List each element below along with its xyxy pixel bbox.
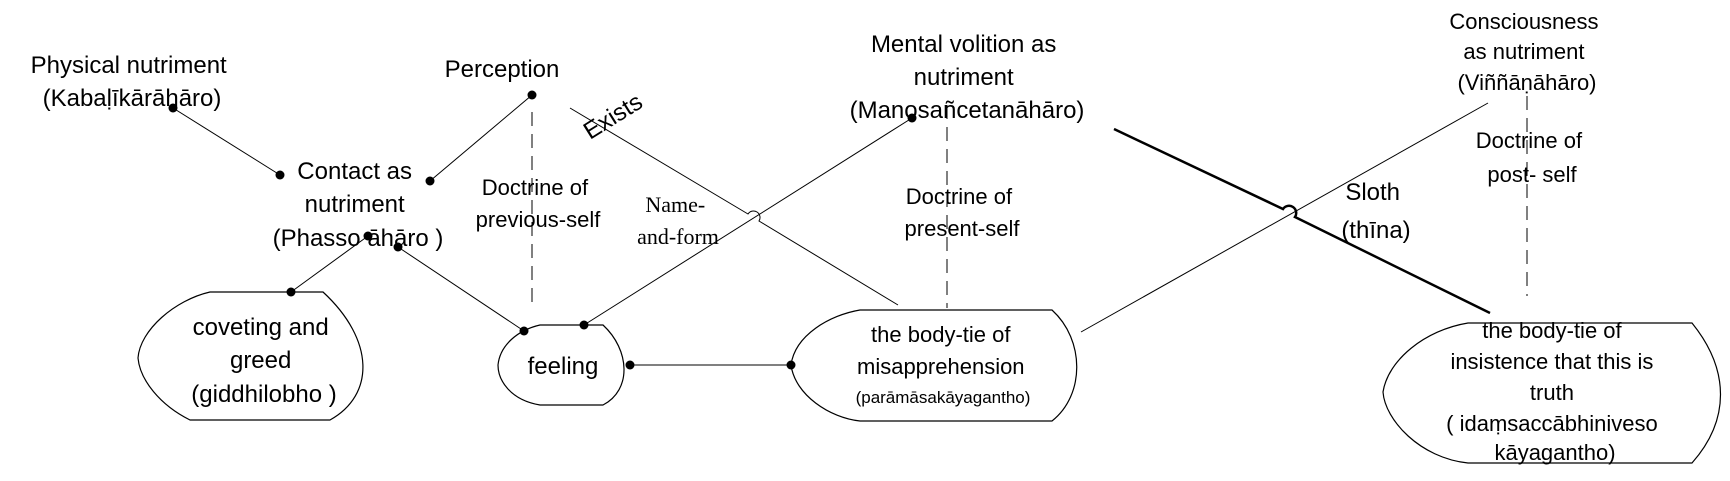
misapprehension-line-2: misapprehension [857,354,1025,379]
mental-line-3: (Manosañcetanāhāro) [850,97,1085,124]
sloth-line-1: Sloth [1345,179,1400,206]
node-misapprehension: the body-tie of misapprehension (parāmās… [856,322,1031,407]
dot-contact-bottom-right [393,242,403,252]
connectors [172,94,1491,366]
doctrine-dividers [531,96,1528,310]
coveting-line-1: coveting and [193,314,329,341]
mental-line-1: Mental volition as [871,31,1056,58]
edge-contact-to-perception [429,94,533,182]
node-perception: Perception [445,56,560,83]
consciousness-line-1: Consciousness [1449,9,1598,34]
node-consciousness: Consciousness as nutriment (Viññāṇāhāro) [1449,9,1604,95]
doctrine-present-line-1: Doctrine of [906,184,1013,209]
coveting-line-2: greed [230,347,291,374]
insistence-line-1: the body-tie of [1482,318,1622,343]
dot-misapprehension-left [786,360,796,370]
node-insistence: the body-tie of insistence that this is … [1446,318,1664,465]
edge-misapprehension-to-consciousness [1080,102,1489,333]
sloth-line-2: (thīna) [1341,217,1410,244]
doctrine-previous-line-1: Doctrine of [482,175,589,200]
perception-line-1: Perception [445,56,560,83]
consciousness-line-2: as nutriment [1463,39,1584,64]
misapprehension-line-1: the body-tie of [871,322,1011,347]
node-coveting: coveting and greed (giddhilobho ) [191,314,336,408]
label-sloth: Sloth (thīna) [1341,179,1410,244]
edge-contact-to-feeling [397,246,525,332]
consciousness-line-3: (Viññāṇāhāro) [1457,70,1596,95]
dot-physical [168,103,178,113]
name-and-form-line-2: and-form [637,224,719,249]
node-feeling-shape[interactable] [497,324,625,406]
label-doctrine-previous-self: Doctrine of previous-self [476,175,602,232]
edge-physical-to-contact [172,107,281,176]
node-misapprehension-shape[interactable] [790,309,1078,422]
insistence-line-2: insistence that this is [1450,349,1653,374]
node-contact-nutriment: Contact as nutriment (Phasso āhāro ) [273,158,444,252]
dot-perception [527,90,537,100]
contact-line-2: nutriment [305,191,405,218]
node-physical-nutriment: Physical nutriment (Kabaḷīkārāhāro) [31,52,234,112]
dot-feeling-top-left [519,326,529,336]
node-insistence-shape[interactable] [1382,322,1721,464]
dot-feeling-top-right [579,320,589,330]
doctrine-post-line-2: post- self [1487,162,1577,187]
edge-feeling-to-mental-volition [583,117,913,326]
name-and-form-line-1: Name- [645,192,705,217]
edge-contact-to-coveting [290,235,369,293]
doctrine-post-line-1: Doctrine of [1476,128,1583,153]
physical-line-1: Physical nutriment [31,52,227,79]
label-exists: Exists [579,88,648,145]
edge-sloth [1113,127,1491,315]
node-coveting-shape[interactable] [137,291,364,421]
feeling-line-1: feeling [528,353,599,380]
node-feeling: feeling [528,353,599,380]
node-mental-volition: Mental volition as nutriment (Manosañcet… [850,31,1085,124]
dot-contact-right [425,176,435,186]
dot-contact-bottom-left [363,231,373,241]
mental-line-2: nutriment [914,64,1014,91]
doctrine-present-line-2: present-self [905,216,1021,241]
insistence-line-4: ( idaṃsaccābhiniveso [1446,411,1658,436]
contact-line-3: (Phasso āhāro ) [273,225,444,252]
edge-exists [569,107,899,306]
label-doctrine-post-self: Doctrine of post- self [1476,128,1589,187]
label-name-and-form: Name- and-form [637,192,719,249]
dot-contact-left [275,170,285,180]
dot-mental-volition [907,113,917,123]
dot-coveting-top [286,287,296,297]
physical-line-2: (Kabaḷīkārāhāro) [43,85,222,112]
dot-feeling-right [625,360,635,370]
contact-line-1: Contact as [297,158,412,185]
label-doctrine-present-self: Doctrine of present-self [905,184,1021,241]
misapprehension-line-3: (parāmāsakāyagantho) [856,388,1031,407]
junction-dots [168,90,917,370]
insistence-line-5: kāyagantho) [1494,440,1615,465]
doctrine-previous-line-2: previous-self [476,207,602,232]
insistence-line-3: truth [1530,380,1574,405]
coveting-line-3: (giddhilobho ) [191,381,336,408]
